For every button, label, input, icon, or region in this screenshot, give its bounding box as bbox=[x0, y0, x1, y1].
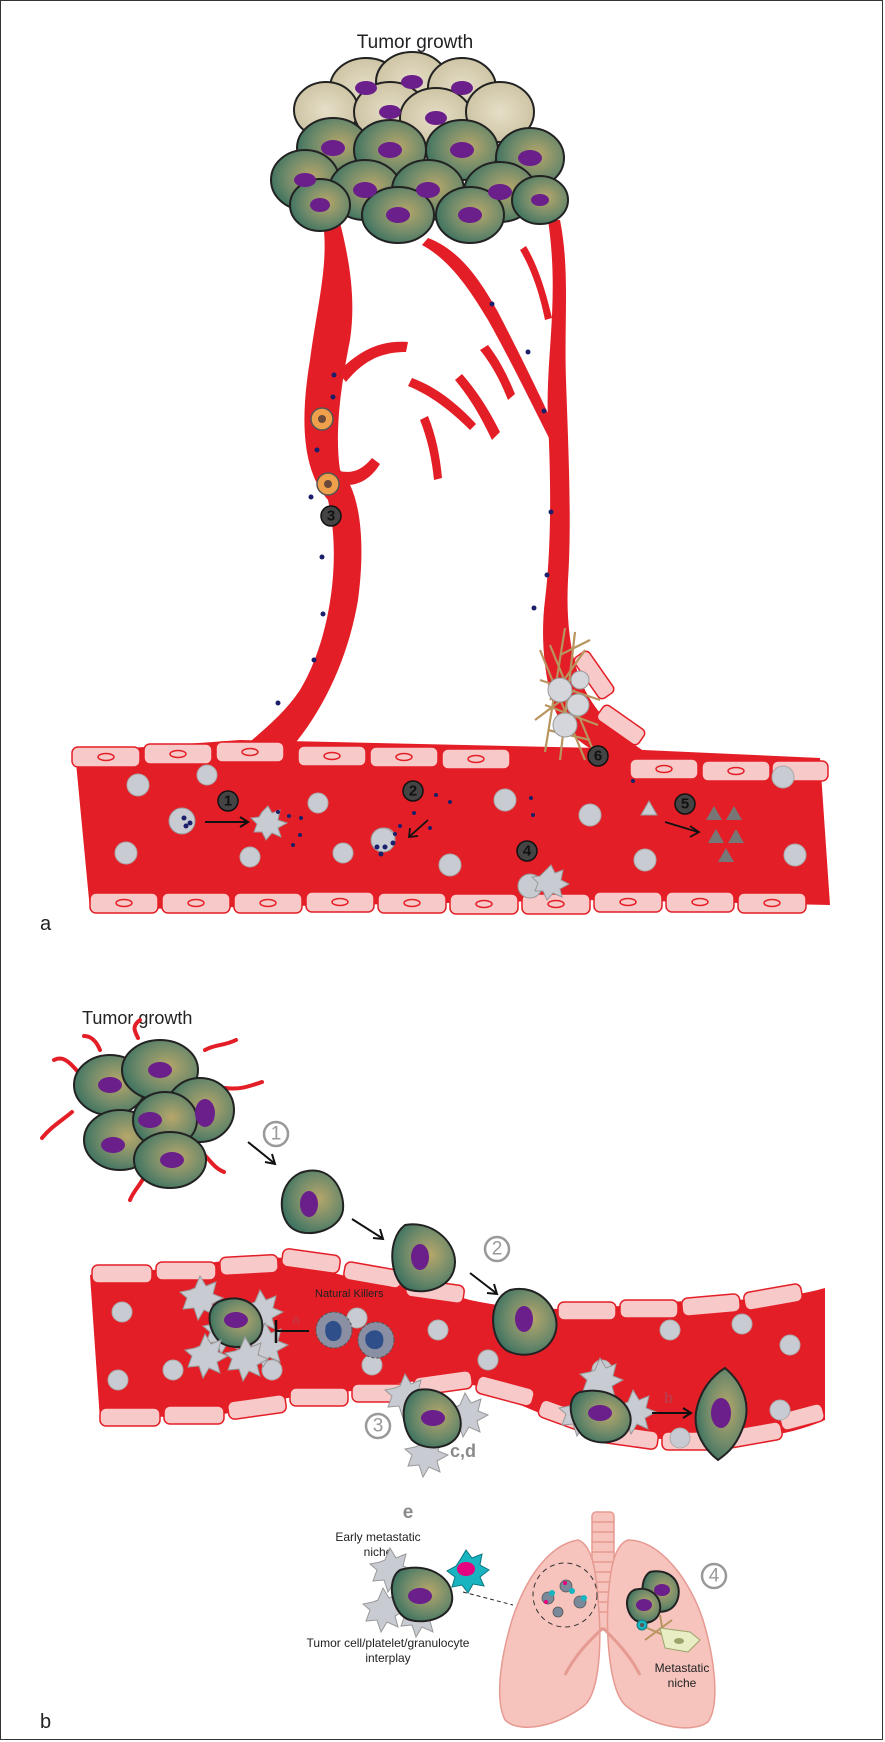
lungs: Metastatic niche bbox=[500, 1512, 715, 1728]
marker-a-6: 6 bbox=[588, 746, 608, 766]
metastatic-niche-line2: niche bbox=[668, 1676, 697, 1690]
metastatic-niche-line1: Metastatic bbox=[655, 1661, 710, 1675]
nk-cell-1 bbox=[316, 1312, 352, 1348]
marker-a-3: 3 bbox=[321, 506, 341, 526]
early-niche-line1: Early metastatic bbox=[335, 1530, 420, 1544]
marker-b-3: 3 bbox=[366, 1414, 390, 1438]
marker-b-1: 1 bbox=[264, 1122, 288, 1146]
granulocyte bbox=[447, 1550, 489, 1593]
letter-a: a bbox=[292, 1311, 300, 1327]
interplay-line2: interplay bbox=[365, 1651, 410, 1665]
panel-b: Tumor growth b bbox=[40, 1008, 826, 1733]
panel-a: Tumor growth a bbox=[40, 32, 830, 935]
marker-a-2: 2 bbox=[403, 781, 423, 801]
letter-cd: c,d bbox=[450, 1441, 476, 1461]
left-lung bbox=[500, 1540, 600, 1727]
svg-text:1: 1 bbox=[224, 793, 232, 810]
svg-text:4: 4 bbox=[523, 843, 532, 860]
panel-a-tumor bbox=[271, 52, 568, 243]
early-niche-group: e Early metastatic niche Tumor cell/plat… bbox=[307, 1502, 513, 1665]
panel-b-tumor bbox=[74, 1040, 234, 1188]
letter-e: e bbox=[403, 1502, 414, 1523]
marker-a-5: 5 bbox=[675, 794, 695, 814]
nk-cell-2 bbox=[358, 1322, 394, 1358]
svg-text:5: 5 bbox=[681, 796, 689, 813]
marker-a-1: 1 bbox=[218, 791, 238, 811]
panel-a-label: a bbox=[40, 913, 52, 935]
interplay-line1: Tumor cell/platelet/granulocyte bbox=[307, 1636, 470, 1650]
nk-label: Natural Killers bbox=[315, 1288, 384, 1300]
panel-b-label: b bbox=[40, 1711, 51, 1733]
svg-text:2: 2 bbox=[492, 1239, 503, 1260]
svg-text:1: 1 bbox=[271, 1124, 282, 1145]
svg-text:3: 3 bbox=[373, 1416, 384, 1437]
svg-text:4: 4 bbox=[709, 1566, 720, 1587]
svg-text:2: 2 bbox=[409, 783, 417, 800]
svg-text:6: 6 bbox=[594, 748, 602, 765]
marker-b-2: 2 bbox=[485, 1237, 509, 1261]
panel-a-title: Tumor growth bbox=[357, 32, 474, 53]
marker-a-4: 4 bbox=[517, 841, 537, 861]
marker-b-4: 4 bbox=[702, 1564, 726, 1588]
letter-b: b bbox=[664, 1390, 673, 1407]
svg-text:3: 3 bbox=[327, 508, 335, 525]
